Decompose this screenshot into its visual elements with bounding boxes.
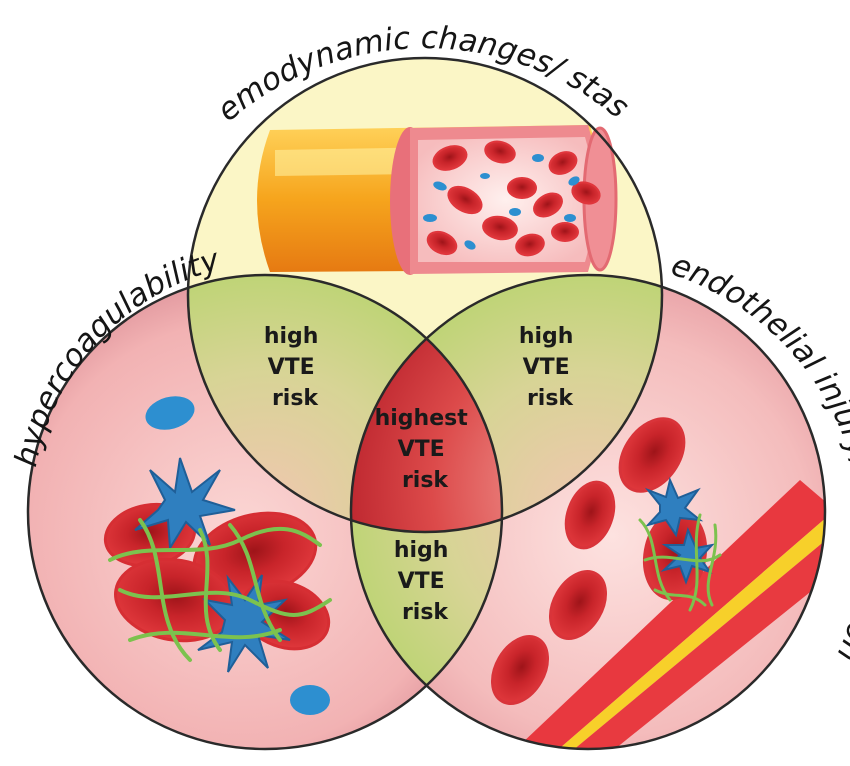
label-stasis-endothelial: high VTE risk [519,324,581,411]
label-center: highest VTE risk [375,406,476,493]
label-hypercoag-endothelial: high VTE risk [394,538,456,625]
label-stasis-hypercoag: high VTE risk [264,324,326,411]
vessel-illustration [257,125,618,275]
clot-illustration [103,396,332,715]
vessel-wall-illustration [491,417,825,749]
circle-outlines [26,56,827,751]
